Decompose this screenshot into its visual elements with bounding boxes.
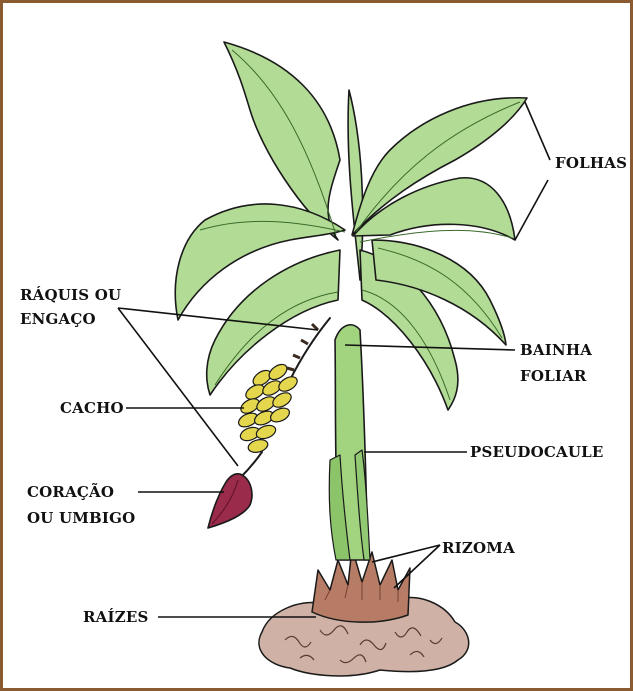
- label-coracao-line1: CORAÇÃO: [27, 482, 114, 501]
- label-bainha-line2: FOLIAR: [520, 367, 587, 385]
- label-cacho: CACHO: [60, 399, 124, 417]
- label-rizoma: RIZOMA: [442, 539, 515, 557]
- label-coracao-line2: OU UMBIGO: [27, 509, 135, 527]
- label-raquis-line2: ENGAÇO: [20, 310, 96, 328]
- label-raizes: RAÍZES: [83, 608, 149, 626]
- banana-bunch: [236, 361, 299, 454]
- label-folhas: FOLHAS: [555, 154, 627, 172]
- label-pseudocaule: PSEUDOCAULE: [470, 443, 604, 461]
- pseudostem: [329, 325, 370, 560]
- banana-heart: [208, 474, 252, 528]
- label-raquis-line1: RÁQUIS OU: [20, 286, 121, 304]
- bunch-stalk: [240, 452, 262, 478]
- label-bainha-line1: BAINHA: [520, 341, 592, 359]
